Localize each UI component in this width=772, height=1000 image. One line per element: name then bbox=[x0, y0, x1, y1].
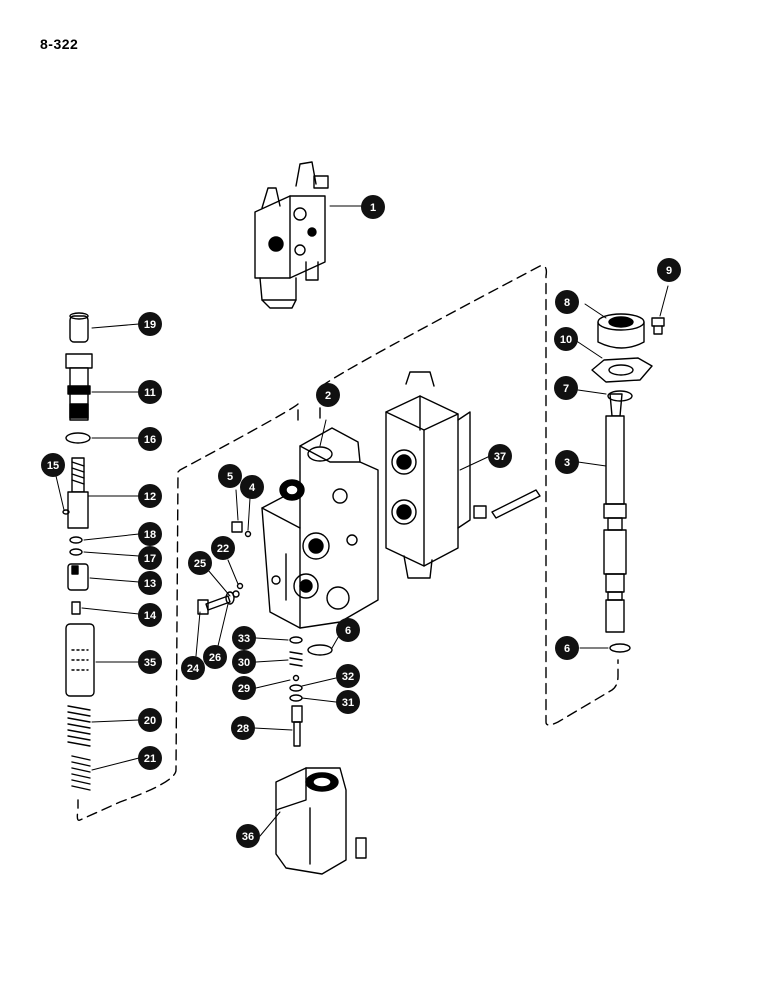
part-cap-assembly bbox=[591, 313, 665, 653]
svg-text:11: 11 bbox=[144, 387, 156, 399]
svg-text:21: 21 bbox=[144, 753, 156, 765]
svg-text:9: 9 bbox=[666, 265, 672, 277]
callout-7: 7 bbox=[554, 376, 578, 400]
callout-6b: 6 bbox=[555, 636, 579, 660]
part-end-cover bbox=[275, 767, 367, 875]
callout-12: 12 bbox=[138, 484, 162, 508]
part-end-section bbox=[385, 371, 541, 579]
svg-text:28: 28 bbox=[237, 723, 249, 735]
callout-11: 11 bbox=[138, 380, 162, 404]
svg-text:18: 18 bbox=[144, 529, 156, 541]
callout-15: 15 bbox=[41, 453, 65, 477]
page-number: 8-322 bbox=[40, 36, 79, 52]
svg-text:6: 6 bbox=[345, 625, 351, 637]
callout-20: 20 bbox=[138, 708, 162, 732]
callout-18: 18 bbox=[138, 522, 162, 546]
callout-4: 4 bbox=[240, 475, 264, 499]
callout-31: 31 bbox=[336, 690, 360, 714]
callout-33: 33 bbox=[232, 626, 256, 650]
svg-text:24: 24 bbox=[187, 663, 200, 675]
svg-text:10: 10 bbox=[560, 334, 572, 346]
svg-text:17: 17 bbox=[144, 553, 156, 565]
callout-36: 36 bbox=[236, 824, 260, 848]
callout-1: 1 bbox=[361, 195, 385, 219]
svg-text:13: 13 bbox=[144, 578, 156, 590]
svg-text:29: 29 bbox=[238, 683, 250, 695]
callout-26: 26 bbox=[203, 645, 227, 669]
callout-32: 32 bbox=[336, 664, 360, 688]
svg-text:25: 25 bbox=[194, 558, 206, 570]
svg-text:7: 7 bbox=[563, 383, 569, 395]
callout-35: 35 bbox=[138, 650, 162, 674]
callout-30: 30 bbox=[232, 650, 256, 674]
callout-17: 17 bbox=[138, 546, 162, 570]
callout-22: 22 bbox=[211, 536, 235, 560]
part-spool bbox=[603, 393, 627, 633]
assembly-boundary-lines bbox=[76, 265, 619, 821]
part-relief-valve-stack bbox=[62, 312, 95, 791]
svg-text:16: 16 bbox=[144, 434, 156, 446]
leader-lines bbox=[55, 205, 669, 837]
svg-text:36: 36 bbox=[242, 831, 254, 843]
callout-16: 16 bbox=[138, 427, 162, 451]
part-valve-assembly bbox=[254, 161, 329, 309]
svg-text:14: 14 bbox=[144, 610, 157, 622]
callout-24: 24 bbox=[181, 656, 205, 680]
svg-text:30: 30 bbox=[238, 657, 250, 669]
callout-8: 8 bbox=[555, 290, 579, 314]
svg-text:4: 4 bbox=[249, 482, 256, 494]
callout-28: 28 bbox=[231, 716, 255, 740]
svg-text:3: 3 bbox=[564, 457, 570, 469]
callout-37: 37 bbox=[488, 444, 512, 468]
callout-29: 29 bbox=[232, 676, 256, 700]
part-small-fittings bbox=[197, 521, 333, 747]
svg-text:19: 19 bbox=[144, 319, 156, 331]
callout-25: 25 bbox=[188, 551, 212, 575]
callout-group: 1 2 3 4 5 6 6 7 8 9 10 11 12 13 14 15 16… bbox=[41, 195, 681, 848]
callout-13: 13 bbox=[138, 571, 162, 595]
svg-text:8: 8 bbox=[564, 297, 570, 309]
callout-9: 9 bbox=[657, 258, 681, 282]
callout-5: 5 bbox=[218, 464, 242, 488]
callout-21: 21 bbox=[138, 746, 162, 770]
svg-text:31: 31 bbox=[342, 697, 354, 709]
svg-text:1: 1 bbox=[370, 202, 376, 214]
svg-text:26: 26 bbox=[209, 652, 221, 664]
svg-text:6: 6 bbox=[564, 643, 570, 655]
svg-text:12: 12 bbox=[144, 491, 156, 503]
svg-text:5: 5 bbox=[227, 471, 233, 483]
callout-6a: 6 bbox=[336, 618, 360, 642]
callout-2: 2 bbox=[316, 383, 340, 407]
svg-text:32: 32 bbox=[342, 671, 354, 683]
callout-3: 3 bbox=[555, 450, 579, 474]
svg-text:15: 15 bbox=[47, 460, 59, 472]
svg-text:37: 37 bbox=[494, 451, 506, 463]
svg-text:20: 20 bbox=[144, 715, 156, 727]
svg-text:2: 2 bbox=[325, 390, 331, 402]
svg-text:22: 22 bbox=[217, 543, 229, 555]
part-valve-section bbox=[261, 427, 379, 629]
callout-19: 19 bbox=[138, 312, 162, 336]
callout-14: 14 bbox=[138, 603, 162, 627]
callout-10: 10 bbox=[554, 327, 578, 351]
svg-text:33: 33 bbox=[238, 633, 250, 645]
svg-text:35: 35 bbox=[144, 657, 156, 669]
